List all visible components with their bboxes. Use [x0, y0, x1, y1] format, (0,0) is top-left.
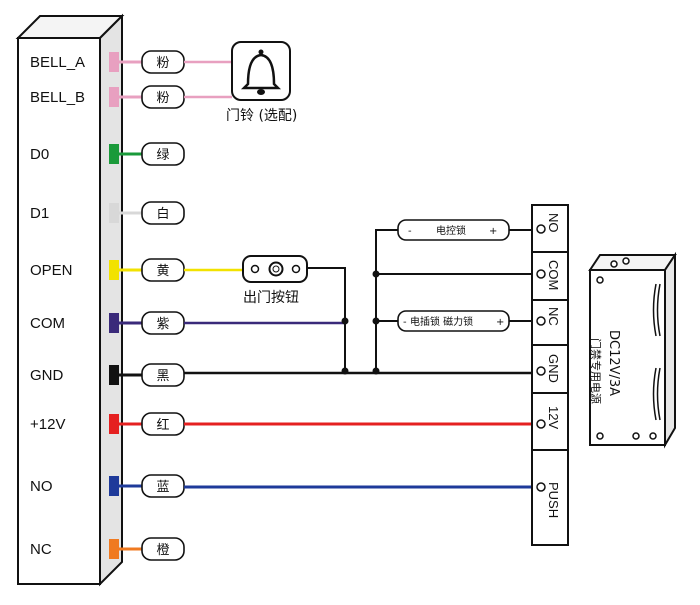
wire-color-label: 粉 — [156, 56, 169, 71]
bolt-lock-minus: - — [403, 317, 407, 328]
wire-color-label: 红 — [156, 417, 169, 433]
wire-connector-open — [109, 260, 119, 280]
wire-color-label: 黑 — [156, 369, 169, 384]
power-terminal-12v: 12V — [546, 406, 561, 429]
power-terminal-com: COM — [546, 260, 561, 290]
power-terminal-block: NO COM NC GND 12V PUSH — [531, 204, 569, 546]
terminal-label-12v: +12V — [30, 416, 65, 433]
terminal-label-d1: D1 — [30, 205, 49, 222]
wire-connector-gnd — [109, 365, 119, 385]
wire-connector-bell-b — [109, 87, 119, 107]
wire-connector-com — [109, 313, 119, 333]
wire-color-box — [141, 537, 185, 561]
terminal-screw-icon — [536, 316, 546, 326]
wire-connector-12v — [109, 414, 119, 434]
push-button-icon — [250, 261, 301, 277]
wire-connector-nc — [109, 539, 119, 559]
terminal-label-no: NO — [30, 478, 53, 495]
power-terminal-no: NO — [546, 213, 561, 233]
bolt-lock-name: 电插锁 磁力锁 — [410, 315, 473, 328]
wire-connector-no — [109, 476, 119, 496]
doorbell: 门铃 (选配) — [226, 41, 297, 124]
wire-color-box — [141, 363, 185, 387]
electric-lock: - 电控锁 + — [397, 219, 510, 241]
terminal-label-bell-a: BELL_A — [30, 54, 85, 71]
bell-icon — [240, 49, 282, 95]
terminal-screw-icon — [536, 269, 546, 279]
exit-button-label: 出门按钮 — [243, 290, 299, 306]
power-terminal-gnd: GND — [546, 354, 561, 383]
bolt-lock: - 电插锁 磁力锁 + — [397, 310, 510, 332]
wire-color-box — [141, 201, 185, 225]
electric-lock-name: 电控锁 — [436, 224, 466, 237]
terminal-screw-icon — [536, 419, 546, 429]
exit-button: 出门按钮 — [242, 255, 308, 306]
doorbell-label: 门铃 (选配) — [226, 108, 297, 124]
power-supply-name: 门禁专用电源 — [589, 338, 603, 404]
power-supply-rating: DC12V/3A — [606, 330, 621, 396]
junction-dots — [341, 270, 380, 375]
wire-color-label: 蓝 — [156, 480, 169, 495]
terminal-label-com: COM — [30, 315, 65, 332]
terminal-label-d0: D0 — [30, 146, 49, 163]
wire-connector-d1 — [109, 203, 119, 223]
wire-connector-bell-a — [109, 52, 119, 72]
wire-connector-d0 — [109, 144, 119, 164]
wire-color-label: 紫 — [156, 317, 169, 332]
power-supply: DC12V/3A 门禁专用电源 — [588, 251, 677, 449]
wire-color-box — [141, 142, 185, 166]
power-terminal-push: PUSH — [546, 482, 561, 518]
electric-lock-plus: + — [489, 226, 497, 237]
wire-color-label: 黄 — [156, 264, 169, 279]
terminal-label-nc: NC — [30, 541, 52, 558]
connection-wires — [307, 229, 533, 371]
controller-body — [15, 13, 125, 587]
wire-color-label: 白 — [156, 206, 169, 222]
wire-color-label: 粉 — [156, 91, 169, 106]
terminal-label-open: OPEN — [30, 262, 73, 279]
terminal-screw-icon — [536, 482, 546, 492]
terminal-screw-icon — [536, 366, 546, 376]
wire-color-label: 橙 — [156, 543, 169, 558]
terminal-label-bell-b: BELL_B — [30, 89, 85, 106]
terminal-label-gnd: GND — [30, 367, 64, 384]
bolt-lock-plus: + — [496, 317, 504, 328]
wire-color-label: 绿 — [156, 148, 169, 163]
power-terminal-nc: NC — [546, 307, 561, 326]
electric-lock-minus: - — [408, 226, 412, 237]
terminal-screw-icon — [536, 224, 546, 234]
